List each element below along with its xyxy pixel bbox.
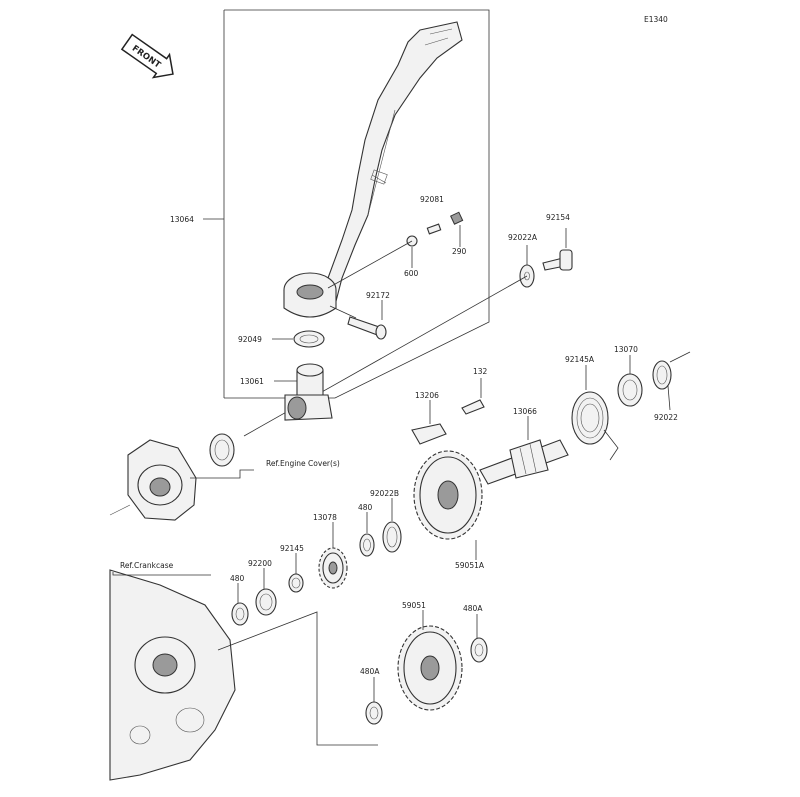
pin-92081 [426, 223, 442, 235]
seal-92049 [272, 330, 325, 348]
label-480A: 480A [463, 604, 483, 613]
collar-13070 [617, 355, 643, 407]
label-13064: 13064 [170, 215, 194, 224]
washer-480A-lower [365, 677, 383, 725]
bottom-bracket-line [217, 611, 378, 746]
crankcase-part [109, 569, 236, 781]
label-92145A: 92145A [565, 355, 595, 364]
axis-arrow-right [669, 351, 691, 363]
ref-crankcase: Ref.Crankcase [120, 561, 174, 570]
label-480: 480 [358, 503, 373, 512]
engine-cover-part [109, 439, 197, 521]
label-13061: 13061 [240, 377, 264, 386]
label-92145: 92145 [280, 544, 304, 553]
leader-engine-cover [190, 469, 254, 479]
label-13070: 13070 [614, 345, 638, 354]
label-59051A: 59051A [455, 561, 485, 570]
washer-92200 [255, 568, 277, 616]
label-92172: 92172 [366, 291, 390, 300]
label-92154: 92154 [546, 213, 570, 222]
leader-92172 [329, 305, 357, 319]
label-132: 132 [473, 367, 488, 376]
bolt-132 [461, 378, 485, 415]
bolt-92154 [542, 228, 573, 271]
bolt-92172 [347, 300, 387, 340]
label-480Ab: 480A [360, 667, 380, 676]
washer-480-left [231, 583, 249, 626]
oil-seal-cover [209, 433, 235, 467]
label-92022A: 92022A [508, 233, 538, 242]
label-92200: 92200 [248, 559, 272, 568]
kick-pedal-lever [283, 21, 463, 318]
washer-480-upper [359, 512, 375, 557]
spring-92145 [288, 553, 304, 593]
label-92081: 92081 [420, 195, 444, 204]
label-290: 290 [452, 247, 467, 256]
spring-290 [450, 211, 464, 247]
spring-92145A [571, 365, 619, 461]
front-arrow-icon: FRONT [120, 33, 174, 79]
washer-92022 [652, 360, 672, 411]
circlip-92022B [382, 498, 402, 553]
gear-59051A [413, 450, 483, 560]
ratchet-plate-13206 [411, 400, 447, 445]
washer-480A-right [470, 614, 488, 663]
diagram-code: E1340 [644, 15, 668, 24]
shaft-13066 [479, 416, 569, 485]
leader-crankcase [112, 572, 211, 576]
label-13206: 13206 [415, 391, 439, 400]
label-600: 600 [404, 269, 419, 278]
leader-ball [327, 240, 413, 289]
ref-engine-cover: Ref.Engine Cover(s) [266, 459, 340, 468]
ball-600 [406, 235, 418, 268]
gear-13078 [318, 522, 348, 589]
gear-59051 [397, 610, 463, 711]
label-13078: 13078 [313, 513, 337, 522]
label-92049: 92049 [238, 335, 262, 344]
label-92022: 92022 [654, 413, 678, 422]
label-92022B: 92022B [370, 489, 399, 498]
label-480b: 480 [230, 574, 245, 583]
shaft-13061 [274, 363, 333, 421]
label-59051: 59051 [402, 601, 426, 610]
washer-92022A [519, 245, 535, 288]
label-13066: 13066 [513, 407, 537, 416]
